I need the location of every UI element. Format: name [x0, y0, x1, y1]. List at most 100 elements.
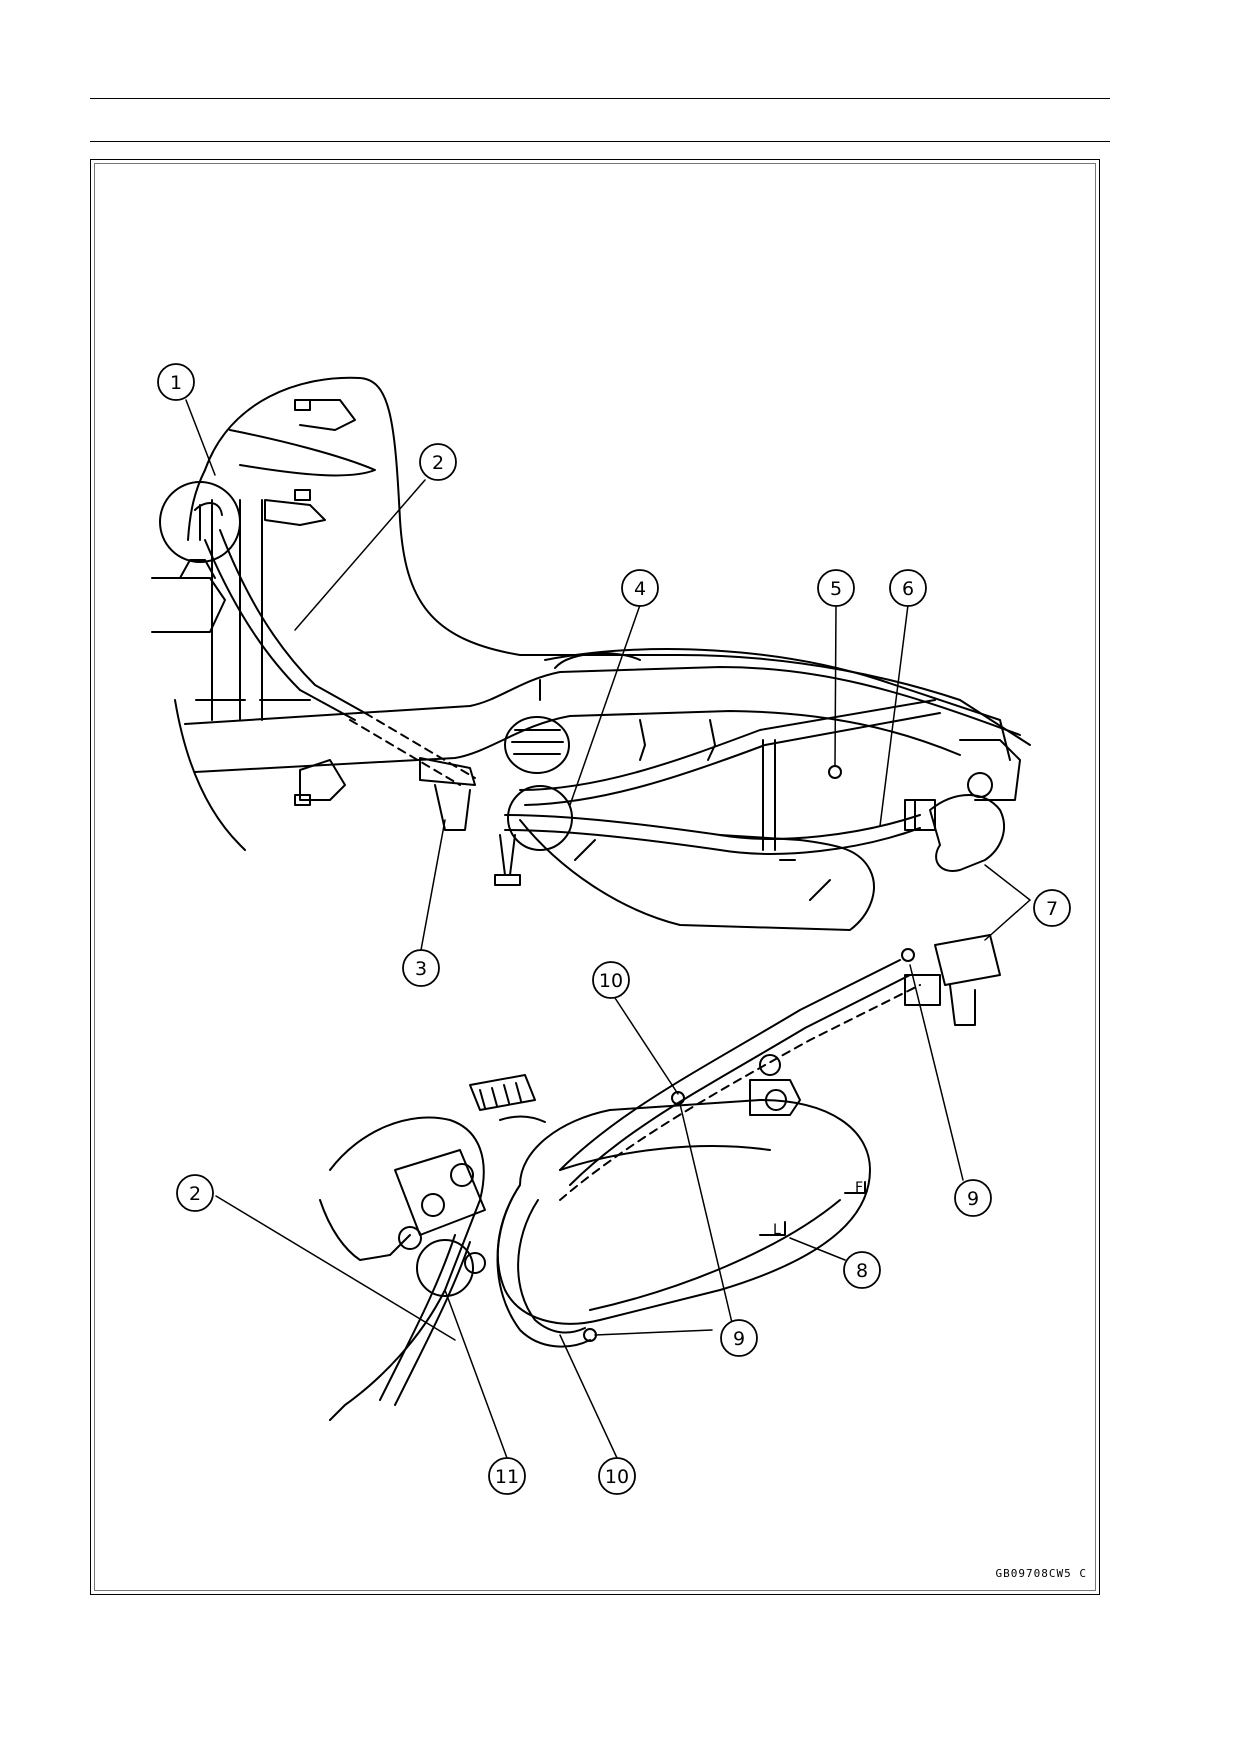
detail-circle-11 — [416, 1239, 474, 1297]
intake-bolt-2 — [421, 1193, 445, 1217]
callout-circle — [889, 569, 927, 607]
filler-neck — [499, 1115, 546, 1123]
callout-c8: 8 — [843, 1251, 881, 1289]
callout-circle — [592, 961, 630, 999]
callout-c9b: 9 — [720, 1319, 758, 1357]
vertical-rod — [762, 739, 776, 851]
callout-label: 4 — [634, 578, 646, 600]
callout-label: 5 — [830, 578, 842, 600]
callout-label: 2 — [189, 1183, 201, 1205]
callout-c11: 11 — [488, 1457, 526, 1495]
stud-low — [294, 794, 311, 806]
callout-label: 9 — [967, 1188, 979, 1210]
intake-block — [394, 1149, 486, 1236]
detail-circle-clip — [159, 481, 241, 563]
hose-clip — [194, 502, 223, 546]
leader-3 — [420, 819, 446, 951]
filler-cap — [469, 1074, 536, 1111]
callout-c2a: 2 — [419, 443, 457, 481]
leader-5 — [834, 604, 837, 766]
leader-10b — [559, 1334, 618, 1459]
left-silhouette-lower — [174, 699, 246, 851]
tank-mount-bolt-1 — [759, 1054, 781, 1076]
upper-view — [151, 376, 1031, 931]
stud-top — [294, 399, 311, 411]
tank-mark-l — [759, 1221, 786, 1236]
right-bracket — [959, 739, 1021, 801]
callout-label: 3 — [415, 958, 427, 980]
vent-hose-lower — [379, 1234, 456, 1401]
callout-c1: 1 — [157, 363, 195, 401]
intake-outline-2 — [319, 1199, 411, 1261]
tank-body — [496, 1099, 871, 1325]
frame-tube-top — [544, 648, 1011, 761]
callout-layer: 1 2 4 5 6 7 3 10 2 9 8 9 11 10 — [157, 363, 1071, 1495]
callout-label: 11 — [495, 1466, 519, 1488]
fuel-hose-6-b — [504, 827, 921, 855]
callout-circle — [488, 1457, 526, 1495]
frame-rail-lower — [194, 710, 961, 773]
tank-body-inner — [559, 1145, 841, 1311]
fuel-hose-6 — [504, 814, 921, 840]
lower-hose-b — [569, 974, 911, 1186]
loop-hose-outer — [496, 1184, 591, 1348]
leader-6 — [879, 604, 909, 827]
frame-rail-upper-2 — [539, 652, 641, 701]
callout-label: 7 — [1046, 898, 1058, 920]
fuel-tank-lower-2 — [574, 839, 831, 901]
leader-10a — [614, 997, 679, 1095]
callout-circle — [843, 1251, 881, 1289]
tank-mark-f-label: F — [855, 1180, 863, 1196]
vent-hose-hidden — [349, 712, 476, 786]
left-silhouette-top — [187, 469, 206, 541]
callout-label: 9 — [733, 1328, 745, 1350]
bracket-stack-1 — [151, 559, 226, 633]
callout-c6: 6 — [889, 569, 927, 607]
callout-circle — [954, 1179, 992, 1217]
fuel-hose-5-b — [524, 712, 941, 806]
leader-9a — [909, 964, 964, 1181]
callout-c10a: 10 — [592, 961, 630, 999]
stud-mid — [294, 489, 311, 501]
figure-code: GB09708CW5 C — [995, 1567, 1087, 1580]
callout-circle — [419, 443, 457, 481]
lower-view — [319, 934, 1001, 1421]
intake-outline — [329, 1116, 485, 1421]
intake-bolt-4 — [464, 1252, 486, 1274]
fuel-pump-body — [929, 794, 1005, 872]
callout-circle — [598, 1457, 636, 1495]
callout-circle — [176, 1174, 214, 1212]
callout-c2b: 2 — [176, 1174, 214, 1212]
tank-mark-f — [844, 1181, 866, 1194]
callout-c10b: 10 — [598, 1457, 636, 1495]
hose-clamp-10-top — [671, 1091, 685, 1105]
fuel-filter-cap — [504, 716, 570, 774]
tank-mount-bracket — [749, 1079, 801, 1116]
tank-silhouette — [204, 376, 1031, 746]
fuel-filter-ribs — [511, 729, 564, 755]
leader-11 — [444, 1289, 508, 1459]
filter-mount-plate — [419, 757, 476, 831]
intake-bolt-1 — [450, 1163, 474, 1187]
figure-frame-inner — [94, 163, 1096, 1591]
callout-c9a: 9 — [954, 1179, 992, 1217]
callout-label: 1 — [170, 372, 182, 394]
vent-hose-lower-b — [394, 1241, 471, 1406]
callout-label: 8 — [856, 1260, 868, 1282]
pump-fitting-lower — [934, 934, 1001, 1026]
callout-circle — [817, 569, 855, 607]
frame-bolt-right — [967, 772, 993, 798]
small-clip-a — [639, 719, 716, 761]
header-rule-bottom — [90, 141, 1110, 142]
callout-c7: 7 — [1033, 889, 1071, 927]
lower-hose-hidden — [559, 984, 921, 1201]
upper-bracket — [264, 499, 326, 526]
tank-mark-l-label: L — [773, 1222, 781, 1238]
callout-circle — [157, 363, 195, 401]
leader-8 — [789, 1237, 846, 1261]
callout-circle — [402, 949, 440, 987]
leader-9b — [594, 1329, 713, 1336]
vent-hose-upper-b — [219, 529, 366, 714]
fuel-hose-5 — [519, 699, 936, 791]
